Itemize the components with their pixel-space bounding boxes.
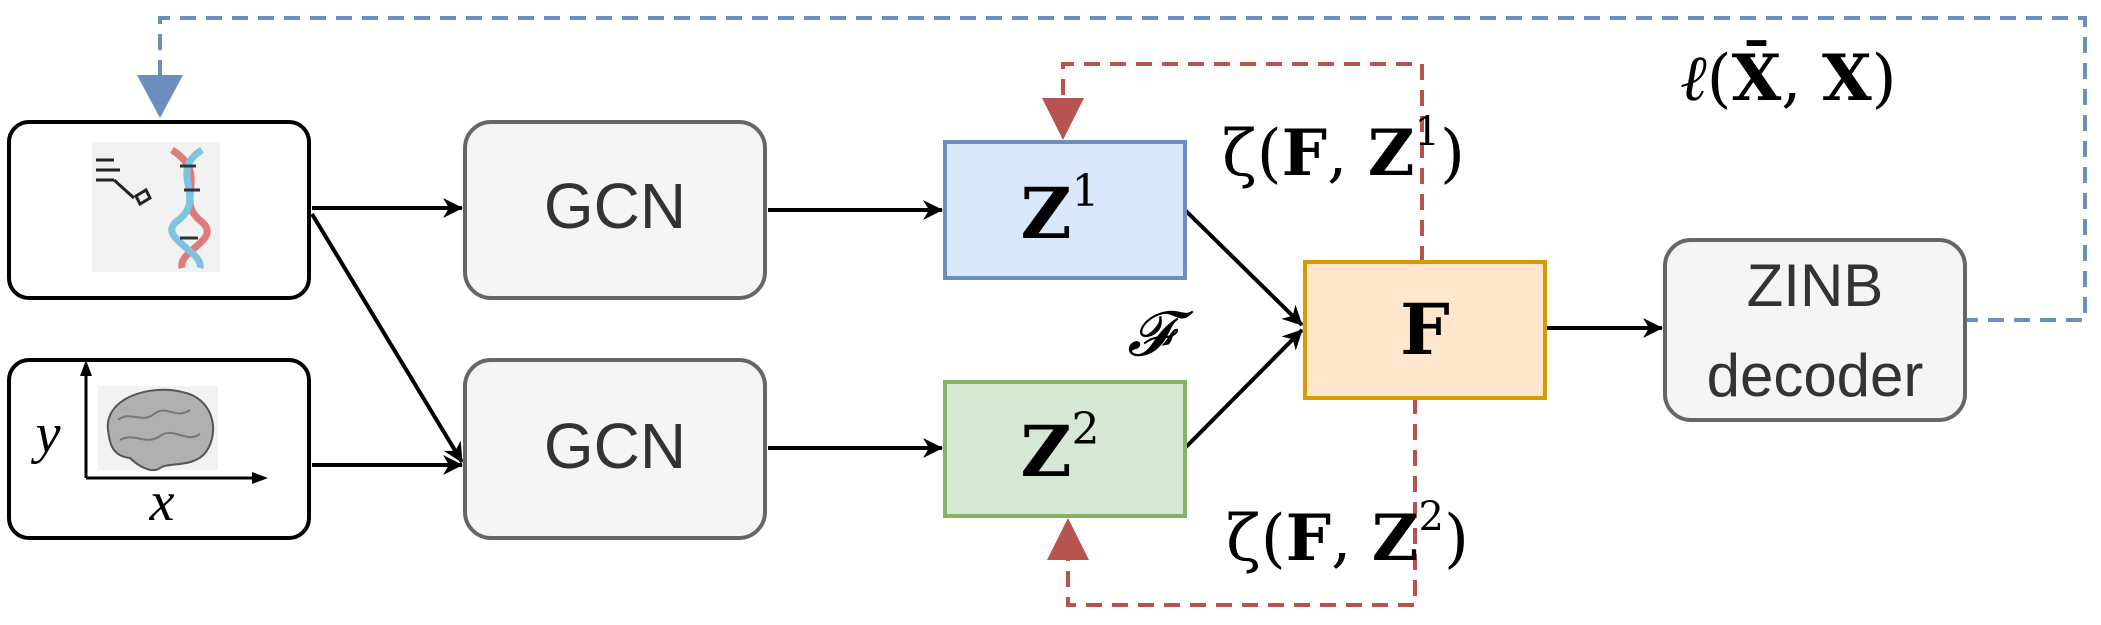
contrastive-loss-bottom: ζ(F, Z2) <box>1226 494 1469 576</box>
z2-node: Z2 <box>943 380 1187 518</box>
gcn-node-bottom: GCN <box>463 358 767 540</box>
fusion-node: F <box>1303 260 1547 400</box>
edge-z1-to-fusion <box>1183 208 1304 327</box>
gene-expression-input <box>7 120 311 300</box>
z1-label: Z1 <box>1020 166 1099 255</box>
zinb-decoder-node: ZINB decoder <box>1663 238 1967 422</box>
z1-node: Z1 <box>943 140 1187 280</box>
gcn-top-label: GCN <box>544 170 686 242</box>
axis-y-label: y <box>31 403 61 465</box>
fusion-label: F <box>1400 288 1450 371</box>
z2-label: Z2 <box>1020 404 1099 493</box>
contrast-edge-bottom <box>1066 398 1417 607</box>
contrast-arrowhead-top <box>1042 98 1084 140</box>
gcn-node-top: GCN <box>463 120 767 300</box>
decoder-label-line2: decoder <box>1707 342 1924 409</box>
reconstruction-loss-label: ℓ(X̄, X) <box>1680 40 1897 116</box>
dna-icon <box>92 142 220 272</box>
spatial-input: y x <box>7 358 311 540</box>
edge-z2-to-fusion <box>1183 328 1304 450</box>
contrast-edge-top <box>1061 62 1424 262</box>
decoder-label-line1: ZINB <box>1747 252 1884 319</box>
loss-arrowhead <box>137 75 183 118</box>
axis-arrows <box>80 360 268 484</box>
brain-slice-icon <box>98 386 218 472</box>
edge-gene-to-gcn-bottom <box>310 212 464 464</box>
axis-x-label: x <box>149 471 175 533</box>
gcn-bottom-label: GCN <box>544 410 686 482</box>
contrastive-loss-top: ζ(F, Z1) <box>1222 109 1465 191</box>
loss-feedback-edge <box>158 16 2087 322</box>
fusion-function-label: 𝓕 <box>1127 301 1194 369</box>
contrast-arrowhead-bottom <box>1047 518 1089 560</box>
